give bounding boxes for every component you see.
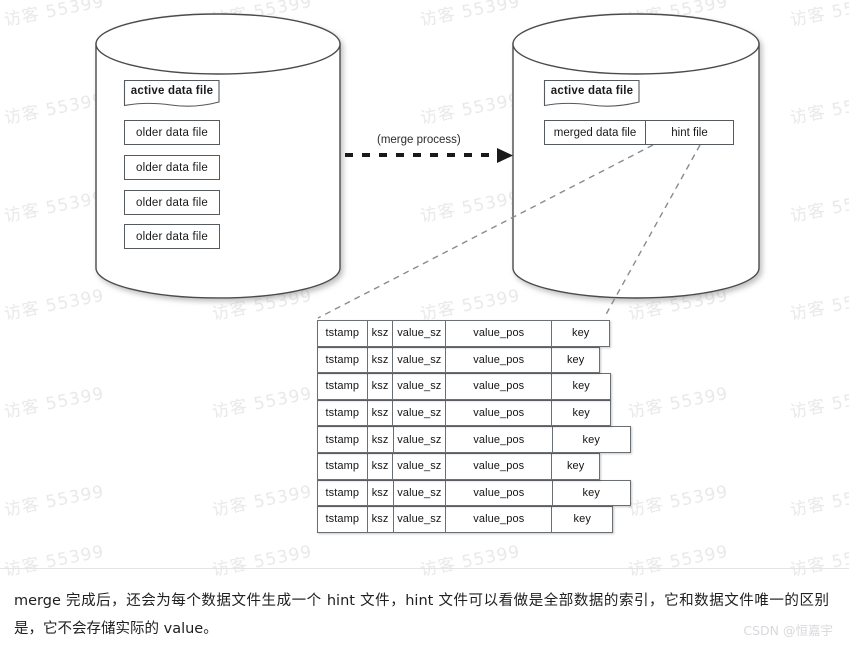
table-cell-tstamp: tstamp [318, 454, 368, 479]
table-cell-value_sz: value_sz [394, 427, 447, 452]
table-cell-ksz: ksz [368, 507, 394, 532]
table-cell-value_sz: value_sz [393, 321, 447, 346]
table-cell-key: key [582, 486, 600, 499]
table-cell-ksz: ksz [368, 480, 394, 506]
older-data-file-box-1[interactable]: older data file [124, 120, 220, 145]
table-cell-ksz: ksz [368, 454, 394, 479]
table-cell-key: key [566, 353, 585, 366]
table-cell-tstamp: tstamp [318, 507, 368, 532]
hint-file-box[interactable]: hint file [671, 126, 708, 139]
active-data-file-box-right[interactable] [543, 79, 640, 108]
table-cell-value_pos: value_pos [446, 347, 553, 373]
table-cell-tstamp: tstamp [318, 321, 368, 346]
table-cell-key: key [573, 513, 591, 526]
hint-file-connectors [317, 144, 701, 319]
table-cell-value_pos: value_pos [446, 480, 553, 506]
table-cell-ksz: ksz [368, 321, 394, 346]
caption-text: merge 完成后，还会为每个数据文件生成一个 hint 文件，hint 文件可… [14, 593, 829, 637]
right-cylinder [512, 13, 760, 299]
table-cell-key: key [582, 433, 600, 446]
older-data-file-box-3[interactable]: older data file [124, 190, 220, 215]
table-cell-key: key [571, 327, 590, 340]
table-cell-value_sz: value_sz [394, 507, 447, 532]
table-cell-value_pos: value_pos [446, 374, 553, 399]
table-cell-value_sz: value_sz [393, 347, 447, 373]
table-cell-ksz: ksz [368, 400, 394, 426]
table-cell-value_pos: value_pos [446, 507, 553, 532]
older-data-file-box-2[interactable]: older data file [124, 155, 220, 180]
table-cell-ksz: ksz [368, 347, 394, 373]
merge-process-arrow [345, 148, 513, 163]
table-cell-key: key [572, 407, 590, 420]
active-data-file-label-left: active data file [130, 85, 214, 97]
table-cell-tstamp: tstamp [318, 374, 368, 399]
active-data-file-label-right: active data file [550, 85, 634, 97]
table-cell-value_sz: value_sz [393, 400, 447, 426]
table-cell-value_sz: value_sz [394, 480, 447, 506]
table-cell-tstamp: tstamp [318, 480, 368, 506]
table-cell-value_pos: value_pos [446, 400, 553, 426]
table-cell-tstamp: tstamp [318, 400, 368, 426]
table-cell-value_sz: value_sz [393, 374, 447, 399]
table-cell-key: key [566, 460, 585, 473]
table-cell-key: key [572, 380, 590, 393]
csdn-attribution: CSDN @恒嘉宇 [743, 623, 833, 638]
merged-and-hint-row: merged data file hint file [544, 120, 734, 145]
table-cell-ksz: ksz [368, 427, 394, 452]
table-cell-value_sz: value_sz [393, 454, 447, 479]
active-data-file-box-left[interactable] [123, 79, 220, 108]
older-data-file-box-4[interactable]: older data file [124, 224, 220, 249]
table-cell-ksz: ksz [368, 374, 394, 399]
table-cell-value_pos: value_pos [446, 454, 553, 479]
table-cell-tstamp: tstamp [318, 427, 368, 452]
table-cell-value_pos: value_pos [446, 321, 553, 346]
caption-section: merge 完成后，还会为每个数据文件生成一个 hint 文件，hint 文件可… [0, 568, 849, 651]
merged-data-file-box[interactable]: merged data file [545, 121, 646, 144]
merge-process-label: (merge process) [377, 134, 461, 146]
table-cell-tstamp: tstamp [318, 347, 368, 373]
table-cell-value_pos: value_pos [446, 427, 553, 452]
